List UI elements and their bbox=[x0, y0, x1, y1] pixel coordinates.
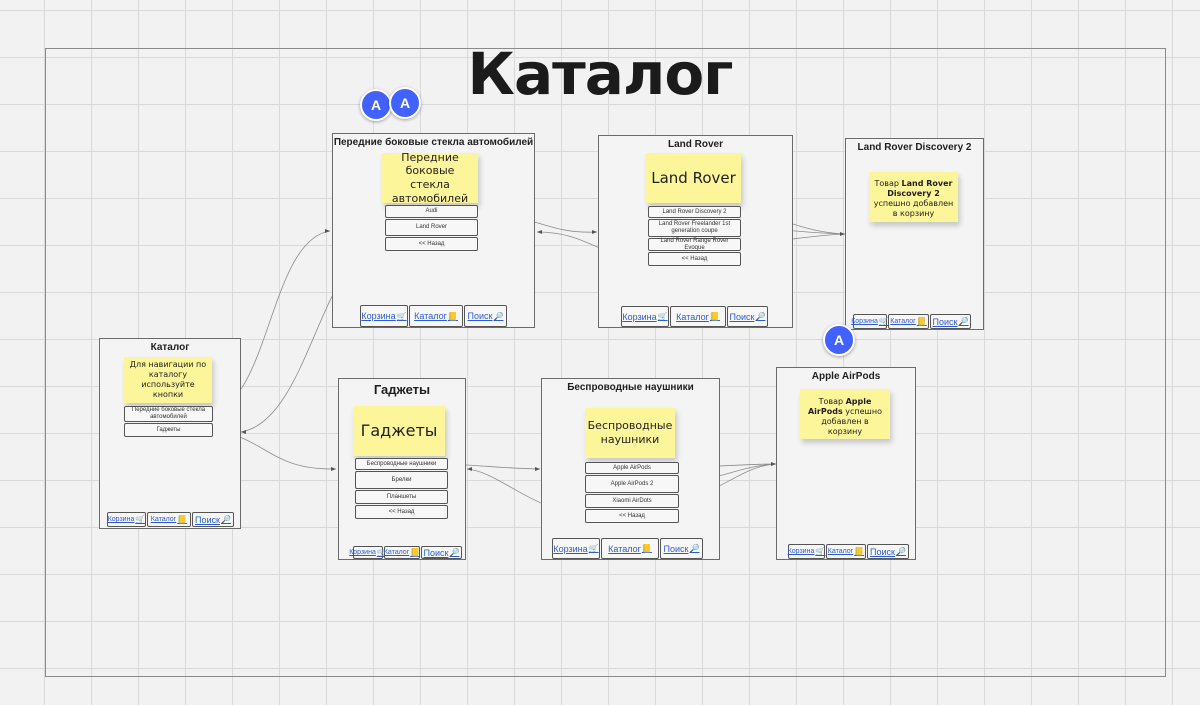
catalog-icon: 📒 bbox=[916, 317, 927, 326]
button-discovery-2[interactable]: Land Rover Discovery 2 bbox=[648, 206, 741, 218]
arrowhead bbox=[535, 467, 540, 471]
card-title: Гаджеты bbox=[373, 382, 431, 397]
nav-cart-button[interactable]: Корзина🛒 bbox=[851, 314, 889, 329]
cart-icon: 🛒 bbox=[878, 317, 889, 326]
card-glass: Передние боковые стекла автомобилей Пере… bbox=[332, 133, 535, 328]
user-avatar[interactable]: A bbox=[389, 87, 421, 119]
nav-search-button[interactable]: Поиск🔎 bbox=[727, 306, 768, 327]
cart-icon: 🛒 bbox=[815, 547, 826, 556]
nav-catalog-button[interactable]: Каталог📒 bbox=[601, 538, 659, 559]
arrowhead bbox=[840, 232, 845, 236]
arrowhead bbox=[241, 430, 246, 434]
nav-search-button[interactable]: Поиск🔎 bbox=[867, 544, 909, 559]
nav-search-button[interactable]: Поиск🔎 bbox=[930, 314, 971, 329]
card-title: Беспроводные наушники bbox=[567, 382, 694, 393]
button-land-rover[interactable]: Land Rover bbox=[385, 219, 478, 236]
user-avatar[interactable]: A bbox=[360, 89, 392, 121]
sticky-note: Передние боковые стекла автомобилей bbox=[382, 151, 478, 205]
button-audi[interactable]: Audi bbox=[385, 205, 478, 218]
arrowhead bbox=[771, 462, 776, 466]
nav-cart-button[interactable]: Корзина🛒 bbox=[107, 512, 146, 527]
nav-cart-button[interactable]: Корзина🛒 bbox=[621, 306, 669, 327]
card-gadgets: Гаджеты Гаджеты Беспроводные наушники Бр… bbox=[338, 378, 466, 560]
board-frame bbox=[45, 48, 1166, 677]
search-icon: 🔎 bbox=[689, 544, 700, 553]
card-title: Apple AirPods bbox=[811, 371, 881, 382]
search-icon: 🔎 bbox=[220, 515, 231, 524]
sticky-note: Для навигации по каталогу используйте кн… bbox=[124, 357, 212, 403]
sticky-note: Беспроводные наушники bbox=[585, 408, 675, 458]
search-icon: 🔎 bbox=[958, 317, 969, 326]
catalog-icon: 📒 bbox=[410, 548, 421, 557]
nav-catalog-button[interactable]: Каталог📒 bbox=[826, 544, 866, 559]
cart-icon: 🛒 bbox=[657, 312, 668, 321]
arrowhead bbox=[331, 467, 336, 471]
nav-cart-button[interactable]: Корзина🛒 bbox=[349, 546, 387, 559]
arrowhead bbox=[325, 229, 330, 233]
card-title: Передние боковые стекла автомобилей bbox=[333, 137, 534, 148]
catalog-icon: 📒 bbox=[641, 544, 652, 553]
button-apple-airpods[interactable]: Apple AirPods bbox=[585, 462, 679, 474]
sticky-note: Гаджеты bbox=[353, 406, 445, 456]
cart-icon: 🛒 bbox=[376, 548, 387, 557]
sticky-note: Land Rover bbox=[646, 153, 741, 203]
sticky-note: Товар Land Rover Discovery 2 успешно доб… bbox=[869, 172, 958, 222]
button-back[interactable]: << Назад bbox=[355, 505, 448, 519]
button-headphones[interactable]: Беспроводные наушники bbox=[355, 458, 448, 470]
cart-icon: 🛒 bbox=[396, 311, 407, 321]
card-title: Land Rover Discovery 2 bbox=[857, 142, 972, 153]
board-title: Каталог bbox=[467, 40, 734, 108]
nav-cart-button[interactable]: Корзина🛒 bbox=[788, 544, 825, 559]
catalog-icon: 📒 bbox=[177, 515, 188, 524]
nav-cart-button[interactable]: Корзина🛒 bbox=[552, 538, 600, 559]
catalog-icon: 📒 bbox=[447, 311, 458, 321]
button-xiaomi-airdots[interactable]: Xiaomi AirDots bbox=[585, 494, 679, 508]
nav-search-button[interactable]: Поиск🔎 bbox=[192, 512, 234, 527]
card-catalog: Каталог Для навигации по каталогу исполь… bbox=[99, 338, 241, 529]
button-apple-airpods-2[interactable]: Apple AirPods 2 bbox=[585, 475, 679, 493]
user-avatar[interactable]: A bbox=[823, 324, 855, 356]
cart-icon: 🛒 bbox=[135, 515, 146, 524]
arrowhead bbox=[537, 230, 542, 234]
search-icon: 🔎 bbox=[493, 311, 504, 321]
nav-cart-button[interactable]: Корзина🛒 bbox=[360, 305, 408, 327]
button-back[interactable]: << Назад bbox=[648, 252, 741, 266]
search-icon: 🔎 bbox=[449, 548, 460, 557]
button-back[interactable]: << Назад bbox=[585, 509, 679, 523]
nav-catalog-button[interactable]: Каталог📒 bbox=[383, 546, 421, 559]
nav-catalog-button[interactable]: Каталог📒 bbox=[670, 306, 726, 327]
cart-icon: 🛒 bbox=[588, 544, 599, 553]
arrowhead bbox=[467, 467, 472, 471]
card-apple-airpods: Apple AirPods Товар Apple AirPods успешн… bbox=[776, 367, 916, 560]
button-back[interactable]: << Назад bbox=[385, 237, 478, 251]
button-gadgets[interactable]: Гаджеты bbox=[124, 423, 213, 437]
catalog-icon: 📒 bbox=[854, 547, 865, 556]
nav-search-button[interactable]: Поиск🔎 bbox=[421, 546, 462, 559]
arrowhead bbox=[592, 230, 597, 234]
nav-catalog-button[interactable]: Каталог📒 bbox=[888, 314, 929, 329]
nav-search-button[interactable]: Поиск🔎 bbox=[464, 305, 507, 327]
card-headphones: Беспроводные наушники Беспроводные наушн… bbox=[541, 378, 720, 560]
button-glass[interactable]: Передние боковые стекла автомобилей bbox=[124, 406, 213, 422]
catalog-icon: 📒 bbox=[709, 312, 720, 321]
button-range-rover-evoque[interactable]: Land Rover Range Rover Evoque bbox=[648, 238, 741, 251]
button-tablets[interactable]: Планшеты bbox=[355, 490, 448, 504]
sticky-note: Товар Apple AirPods успешно добавлен в к… bbox=[800, 389, 890, 439]
card-title: Land Rover bbox=[667, 139, 723, 150]
nav-catalog-button[interactable]: Каталог📒 bbox=[409, 305, 463, 327]
card-discovery-2: Land Rover Discovery 2 Товар Land Rover … bbox=[845, 138, 984, 330]
search-icon: 🔎 bbox=[895, 547, 906, 556]
card-title: Каталог bbox=[150, 342, 190, 353]
nav-catalog-button[interactable]: Каталог📒 bbox=[147, 512, 191, 527]
button-freelander[interactable]: Land Rover Freelander 1st generation cou… bbox=[648, 219, 741, 237]
search-icon: 🔎 bbox=[755, 312, 766, 321]
nav-search-button[interactable]: Поиск🔎 bbox=[660, 538, 703, 559]
button-keychains[interactable]: Брелки bbox=[355, 471, 448, 489]
card-land-rover: Land Rover Land Rover Land Rover Discove… bbox=[598, 135, 793, 328]
